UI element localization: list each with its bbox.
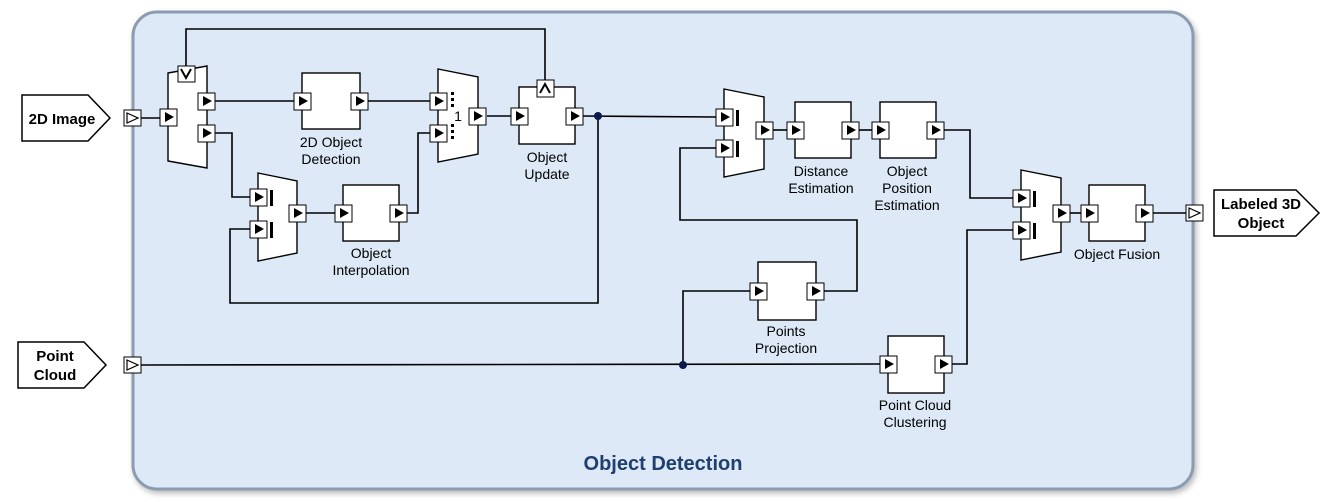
junction-dot: [679, 361, 687, 369]
block-label: Object: [527, 149, 568, 165]
output-port-icon: [1185, 204, 1204, 222]
block-object-fusion[interactable]: [1080, 184, 1154, 242]
block-distance-estimation[interactable]: [786, 101, 860, 159]
block-label: Distance: [794, 163, 849, 179]
mux-block[interactable]: [715, 88, 774, 178]
block-label: Object: [887, 163, 928, 179]
block-object-interpolation[interactable]: [334, 184, 408, 242]
block-points-projection[interactable]: [749, 261, 825, 321]
block-label: Points: [767, 323, 806, 339]
input-point-cloud-label: Point: [36, 348, 74, 365]
input-2d-image[interactable]: 2D Image: [21, 94, 112, 142]
demux-block[interactable]: [159, 65, 216, 169]
block-label: Object Fusion: [1074, 246, 1160, 262]
input-2d-image-label: 2D Image: [29, 111, 96, 128]
mux-block[interactable]: [249, 172, 307, 262]
output-labeled-3d-object-label: Object: [1238, 215, 1285, 232]
connection-wires: [140, 28, 1186, 369]
output-labeled-3d-object[interactable]: Labeled 3D Object: [1213, 189, 1321, 237]
switch-block[interactable]: 1: [429, 68, 487, 163]
block-label: Detection: [301, 151, 360, 167]
block-label: Clustering: [883, 414, 946, 430]
subsystem-title: Object Detection: [584, 453, 743, 475]
block-object-update[interactable]: [510, 79, 584, 145]
input-port-icon: [123, 356, 142, 374]
input-point-cloud-label: Cloud: [34, 367, 77, 384]
block-label: Position: [882, 180, 932, 196]
block-label: Interpolation: [332, 262, 409, 278]
block-label: Estimation: [788, 180, 853, 196]
mux-block[interactable]: [1012, 169, 1071, 261]
block-label: Object: [351, 245, 392, 261]
input-port-icon: [123, 109, 142, 127]
switch-index-label: 1: [454, 108, 462, 124]
block-point-cloud-clustering[interactable]: [879, 335, 953, 394]
output-labeled-3d-object-label: Labeled 3D: [1221, 196, 1301, 213]
block-label: Update: [524, 166, 569, 182]
junction-dot: [594, 112, 602, 120]
input-point-cloud[interactable]: Point Cloud: [17, 341, 108, 389]
block-label: Point Cloud: [879, 397, 951, 413]
block-object-position-estimation[interactable]: [871, 101, 945, 159]
block-label: Estimation: [874, 197, 939, 213]
block-2d-object-detection[interactable]: [293, 72, 369, 130]
block-label: Projection: [755, 340, 817, 356]
block-label: 2D Object: [300, 134, 362, 150]
